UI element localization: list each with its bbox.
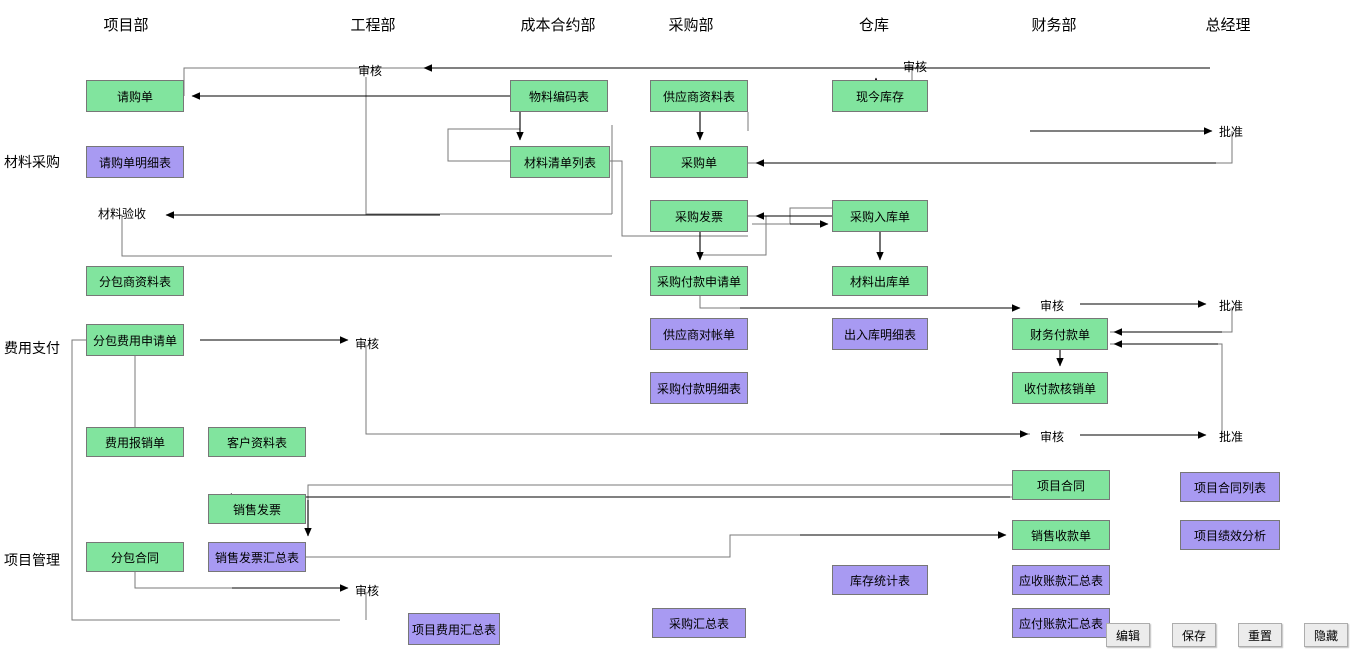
node-box[interactable]: 销售发票	[208, 494, 306, 524]
node-box[interactable]: 库存统计表	[832, 565, 928, 595]
row-label-3: 项目管理	[4, 553, 60, 569]
row-label-1: 材料采购	[4, 155, 60, 171]
row-label-2: 费用支付	[4, 341, 60, 357]
node-box[interactable]: 财务付款单	[1012, 318, 1108, 350]
edge-label: 审核	[355, 584, 380, 598]
node-box[interactable]: 现今库存	[832, 80, 928, 112]
node-box[interactable]: 分包商资料表	[86, 266, 184, 296]
column-header-2: 工程部	[350, 16, 396, 34]
node-box[interactable]: 供应商资料表	[650, 80, 748, 112]
connector-line	[365, 345, 1030, 435]
toolbar-button[interactable]: 保存	[1172, 623, 1216, 647]
column-header-7: 总经理	[1205, 16, 1251, 34]
edge-label: 材料验收	[98, 207, 147, 221]
node-box[interactable]: 材料清单列表	[510, 146, 610, 178]
node-box[interactable]: 出入库明细表	[832, 318, 928, 350]
column-header-5: 仓库	[858, 16, 890, 34]
edge-label: 审核	[1040, 299, 1065, 313]
node-box[interactable]: 客户资料表	[208, 427, 306, 457]
connector-line	[306, 534, 1004, 558]
node-box[interactable]: 项目合同	[1012, 470, 1110, 500]
node-box[interactable]: 采购付款明细表	[650, 372, 748, 404]
edge-label: 审核	[355, 337, 380, 351]
connector-line	[307, 484, 1012, 530]
node-box[interactable]: 分包合同	[86, 542, 184, 572]
edge-label: 批准	[1219, 299, 1244, 313]
node-box[interactable]: 分包费用申请单	[86, 324, 184, 356]
connector-line	[121, 215, 612, 257]
connector-line	[699, 296, 1004, 309]
toolbar-button[interactable]: 隐藏	[1304, 623, 1348, 647]
node-box[interactable]: 请购单明细表	[86, 146, 184, 178]
column-header-1: 项目部	[103, 16, 149, 34]
edge-label: 审核	[1040, 430, 1065, 444]
column-header-3: 成本合约部	[520, 16, 596, 34]
connector-line	[1110, 343, 1223, 438]
node-box[interactable]: 采购汇总表	[652, 608, 746, 638]
node-box[interactable]: 采购发票	[650, 200, 748, 232]
node-box[interactable]: 收付款核销单	[1012, 372, 1108, 404]
node-box[interactable]: 材料出库单	[832, 266, 928, 296]
node-box[interactable]: 供应商对帐单	[650, 318, 748, 350]
node-box[interactable]: 采购入库单	[832, 200, 928, 232]
node-box[interactable]: 请购单	[86, 80, 184, 112]
connector-line	[748, 131, 1233, 164]
edge-label: 批准	[1219, 430, 1244, 444]
connector-line	[1110, 307, 1233, 333]
column-header-6: 财务部	[1031, 16, 1077, 34]
connector-line	[134, 572, 340, 589]
node-box[interactable]: 应收账款汇总表	[1012, 565, 1110, 595]
connector-line	[610, 160, 748, 237]
connector-line	[365, 77, 612, 215]
node-box[interactable]: 采购单	[650, 146, 748, 178]
column-header-4: 采购部	[668, 16, 714, 34]
node-box[interactable]: 应付账款汇总表	[1012, 608, 1110, 638]
toolbar-button[interactable]: 重置	[1238, 623, 1282, 647]
node-box[interactable]: 项目合同列表	[1180, 472, 1280, 502]
node-box[interactable]: 销售收款单	[1012, 520, 1110, 550]
edge-label: 审核	[903, 60, 928, 74]
toolbar-button[interactable]: 编辑	[1106, 623, 1150, 647]
node-box[interactable]: 采购付款申请单	[650, 266, 748, 296]
connector-line	[71, 339, 340, 621]
edge-label: 审核	[358, 64, 383, 78]
node-box[interactable]: 项目费用汇总表	[408, 613, 500, 645]
node-box[interactable]: 销售发票汇总表	[208, 542, 306, 572]
node-box[interactable]: 费用报销单	[86, 427, 184, 457]
edge-label: 批准	[1219, 125, 1244, 139]
node-box[interactable]: 项目绩效分析	[1180, 520, 1280, 550]
node-box[interactable]: 物料编码表	[510, 80, 608, 112]
